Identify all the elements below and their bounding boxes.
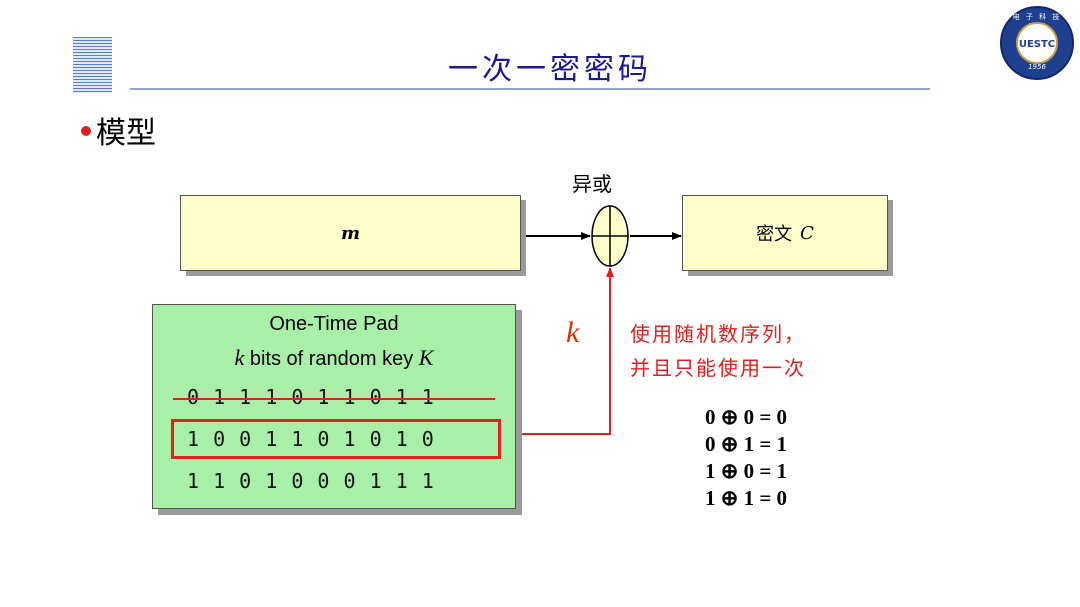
- bullet-icon: [81, 126, 91, 136]
- one-time-pad-box: One-Time Pad k bits of random key K 0 1 …: [152, 304, 516, 509]
- ciphertext-box: 密文 C: [682, 195, 888, 271]
- note-line-2: 并且只能使用一次: [630, 356, 806, 380]
- xor-icon: [591, 205, 629, 267]
- xor-label: 异或: [572, 172, 612, 196]
- pad-row-current: 1 0 0 1 1 0 1 0 1 0: [187, 427, 435, 451]
- used-row-strikethrough: [173, 398, 495, 400]
- key-label: k: [566, 316, 580, 349]
- truth-row: 1 ⊕ 0 = 1: [705, 459, 788, 483]
- key-to-xor-arrow: [503, 267, 614, 435]
- pad-subtitle-k: k: [234, 345, 245, 370]
- pad-row-next: 1 1 0 1 0 0 0 1 1 1: [187, 469, 435, 493]
- pad-row-used: 0 1 1 1 0 1 1 0 1 1: [187, 385, 435, 409]
- truth-row: 0 ⊕ 1 = 1: [705, 432, 788, 456]
- pad-subtitle-text: bits of random key: [244, 348, 419, 370]
- slide-title: 一次一密密码: [448, 52, 652, 87]
- logo-year: 1956: [1028, 63, 1046, 71]
- ciphertext-label: 密文: [756, 224, 793, 245]
- pad-title: One-Time Pad: [269, 313, 399, 335]
- note-line-1: 使用随机数序列，: [630, 322, 806, 346]
- truth-row: 0 ⊕ 0 = 0: [705, 405, 788, 429]
- message-label: m: [340, 222, 361, 244]
- message-box: m: [180, 195, 521, 271]
- title-decoration-stripes: [73, 37, 112, 93]
- university-logo: 电 子 科 技 大 学 UESTC 1956: [1000, 6, 1074, 80]
- truth-row: 1 ⊕ 1 = 0: [705, 486, 788, 510]
- logo-center-text: UESTC: [1016, 22, 1058, 64]
- title-underline: [130, 88, 930, 90]
- pad-subtitle: k bits of random key K: [153, 345, 515, 371]
- current-row-highlight: [171, 419, 501, 459]
- section-heading: 模型: [96, 116, 156, 151]
- pad-subtitle-K: K: [418, 345, 434, 370]
- ciphertext-var: C: [800, 222, 814, 244]
